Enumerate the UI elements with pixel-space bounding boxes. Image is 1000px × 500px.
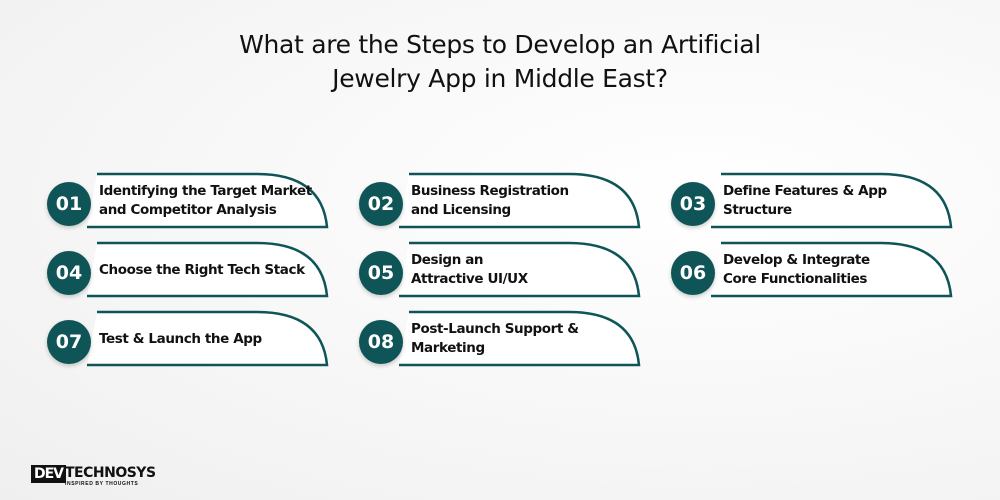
step-label: Business Registration and Licensing [411, 172, 641, 230]
step-number-badge: 08 [359, 320, 403, 364]
step-number-badge: 02 [359, 182, 403, 226]
step-label: Test & Launch the App [99, 310, 329, 368]
step-number-badge: 03 [671, 182, 715, 226]
title-line-2: Jewelry App in Middle East? [332, 64, 668, 93]
card-outline [711, 241, 953, 298]
step-label-line-1: Test & Launch the App [99, 330, 262, 347]
step-card-04: 04 Choose the Right Tech Stack [47, 241, 337, 299]
step-label-line-1: Define Features & App [723, 183, 887, 199]
card-outline [87, 241, 329, 298]
step-label-line-1: Business Registration [411, 183, 569, 199]
title-line-1: What are the Steps to Develop an Artific… [239, 30, 761, 59]
step-number-badge: 04 [47, 251, 91, 295]
step-label-line-2: and Licensing [411, 202, 511, 218]
step-number-badge: 01 [47, 182, 91, 226]
step-label-line-2: Attractive UI/UX [411, 271, 528, 287]
step-card-01: 01 Identifying the Target Market and Comp… [47, 172, 337, 230]
step-card-05: 05 Design an Attractive UI/UX [359, 241, 649, 299]
card-outline [87, 172, 329, 229]
step-card-07: 07 Test & Launch the App [47, 310, 337, 368]
step-label: Post-Launch Support & Marketing [411, 310, 641, 368]
step-label-line-1: Design an [411, 252, 484, 268]
step-card-02: 02 Business Registration and Licensing [359, 172, 649, 230]
step-label-line-1: Post-Launch Support & [411, 321, 579, 337]
brand-logo: DEV TECHNOSYS INSPIRED BY THOUGHTS [31, 465, 156, 489]
step-number-badge: 07 [47, 320, 91, 364]
step-label: Choose the Right Tech Stack [99, 241, 329, 299]
logo-name: TECHNOSYS [65, 465, 156, 481]
step-number-badge: 06 [671, 251, 715, 295]
step-label: Identifying the Target Market and Competi… [99, 172, 329, 230]
card-outline [711, 172, 953, 229]
step-label-line-2: Marketing [411, 340, 485, 356]
step-label: Design an Attractive UI/UX [411, 241, 641, 299]
page-title: What are the Steps to Develop an Artific… [0, 28, 1000, 96]
logo-tagline: INSPIRED BY THOUGHTS [65, 481, 139, 487]
step-label-line-1: Choose the Right Tech Stack [99, 261, 305, 278]
step-label-line-2: and Competitor Analysis [99, 202, 277, 218]
card-outline [399, 172, 641, 229]
step-label-line-2: Structure [723, 202, 792, 218]
logo-dev-box: DEV [31, 465, 67, 483]
card-outline [87, 310, 329, 367]
step-card-08: 08 Post-Launch Support & Marketing [359, 310, 649, 368]
step-number-badge: 05 [359, 251, 403, 295]
step-label-line-1: Develop & Integrate [723, 252, 870, 268]
card-outline [399, 310, 641, 367]
card-outline [399, 241, 641, 298]
step-label-line-2: Core Functionalities [723, 271, 868, 287]
step-label-line-1: Identifying the Target Market [99, 183, 312, 199]
